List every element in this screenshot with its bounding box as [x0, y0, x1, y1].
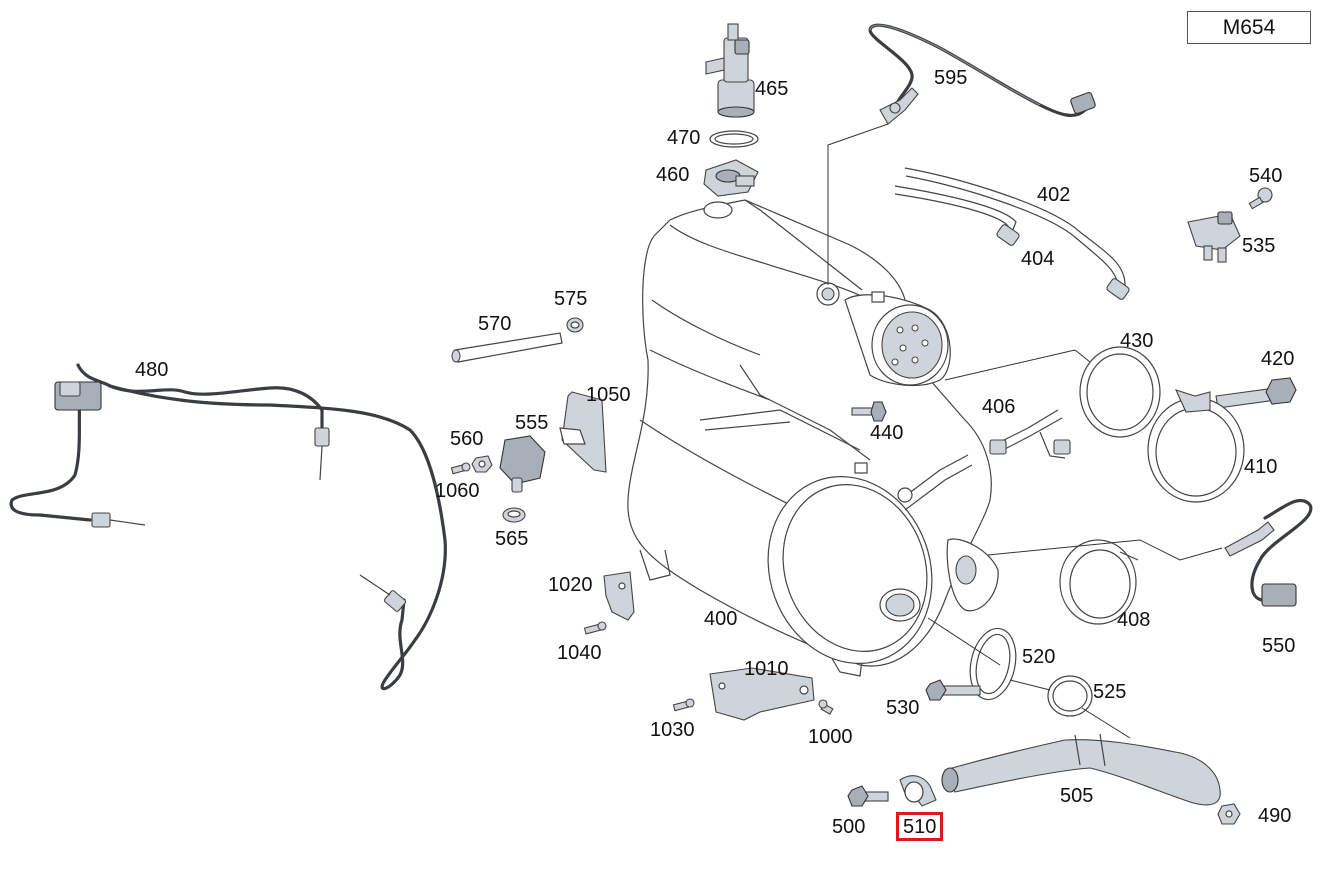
part-1060-drawing[interactable]: [450, 462, 471, 475]
part-label-410[interactable]: 410: [1244, 456, 1278, 478]
part-label-1050[interactable]: 1050: [586, 384, 631, 406]
part-label-420[interactable]: 420: [1261, 348, 1295, 370]
part-1030-drawing[interactable]: [672, 698, 695, 712]
part-500-drawing[interactable]: [847, 785, 889, 807]
part-480-drawing[interactable]: [9, 363, 447, 691]
part-label-520[interactable]: 520: [1022, 646, 1056, 668]
part-402-drawing[interactable]: [904, 167, 1130, 300]
part-label-430[interactable]: 430: [1120, 330, 1154, 352]
part-label-530[interactable]: 530: [886, 697, 920, 719]
part-label-565[interactable]: 565: [495, 528, 529, 550]
part-505-drawing[interactable]: [941, 733, 1221, 806]
part-label-1020[interactable]: 1020: [548, 574, 593, 596]
part-label-540[interactable]: 540: [1249, 165, 1283, 187]
part-1010-drawing[interactable]: [709, 667, 815, 721]
part-label-550[interactable]: 550: [1262, 635, 1296, 657]
part-560-drawing[interactable]: [471, 455, 493, 473]
part-label-1010[interactable]: 1010: [744, 658, 789, 680]
part-550-drawing[interactable]: [1224, 498, 1313, 607]
part-460-drawing[interactable]: [703, 159, 759, 197]
part-430-drawing[interactable]: [1079, 346, 1161, 438]
part-label-402[interactable]: 402: [1037, 184, 1071, 206]
part-label-595[interactable]: 595: [934, 67, 968, 89]
part-575-drawing[interactable]: [566, 317, 584, 333]
model-code-box: M654: [1187, 11, 1311, 44]
part-465-drawing[interactable]: [705, 23, 755, 118]
part-540-drawing[interactable]: [1248, 187, 1273, 210]
part-label-406[interactable]: 406: [982, 396, 1016, 418]
part-520-drawing[interactable]: [964, 624, 1022, 704]
part-label-560[interactable]: 560: [450, 428, 484, 450]
part-400-drawing[interactable]: [627, 199, 999, 687]
leader-lines: [827, 123, 1223, 739]
part-label-440[interactable]: 440: [870, 422, 904, 444]
part-label-535[interactable]: 535: [1242, 235, 1276, 257]
part-406-drawing[interactable]: [989, 409, 1071, 459]
part-525-drawing[interactable]: [1047, 675, 1093, 717]
part-1020-drawing[interactable]: [603, 571, 635, 621]
part-570-drawing[interactable]: [451, 332, 563, 363]
part-label-408[interactable]: 408: [1117, 609, 1151, 631]
part-420-drawing[interactable]: [1215, 377, 1297, 409]
part-label-470[interactable]: 470: [667, 127, 701, 149]
part-535-drawing[interactable]: [1187, 211, 1241, 263]
part-label-1040[interactable]: 1040: [557, 642, 602, 664]
part-510-drawing[interactable]: [899, 775, 937, 807]
part-label-500[interactable]: 500: [832, 816, 866, 838]
part-label-480[interactable]: 480: [135, 359, 169, 381]
part-410-drawing[interactable]: [1147, 389, 1245, 503]
part-595-drawing[interactable]: [868, 23, 1096, 125]
part-565-drawing[interactable]: [502, 507, 526, 523]
part-label-1000[interactable]: 1000: [808, 726, 853, 748]
part-490-drawing[interactable]: [1217, 803, 1241, 825]
part-label-490[interactable]: 490: [1258, 805, 1292, 827]
part-label-400[interactable]: 400: [704, 608, 738, 630]
part-404-drawing[interactable]: [894, 185, 1020, 246]
part-440-drawing[interactable]: [851, 401, 887, 422]
part-1050-drawing[interactable]: [559, 391, 607, 473]
part-label-1060[interactable]: 1060: [435, 480, 480, 502]
part-label-510-highlighted[interactable]: 510: [896, 812, 944, 841]
part-label-570[interactable]: 570: [478, 313, 512, 335]
part-label-404[interactable]: 404: [1021, 248, 1055, 270]
part-408-drawing[interactable]: [1059, 539, 1139, 625]
part-label-525[interactable]: 525: [1093, 681, 1127, 703]
part-1040-drawing[interactable]: [583, 621, 607, 635]
part-label-575[interactable]: 575: [554, 288, 588, 310]
part-label-1030[interactable]: 1030: [650, 719, 695, 741]
part-1000-drawing[interactable]: [818, 699, 834, 715]
part-label-460[interactable]: 460: [656, 164, 690, 186]
part-470-drawing[interactable]: [709, 130, 759, 148]
part-label-505[interactable]: 505: [1060, 785, 1094, 807]
part-label-555[interactable]: 555: [515, 412, 549, 434]
part-530-drawing[interactable]: [925, 679, 981, 701]
part-555-drawing[interactable]: [499, 435, 546, 493]
part-label-465[interactable]: 465: [755, 78, 789, 100]
